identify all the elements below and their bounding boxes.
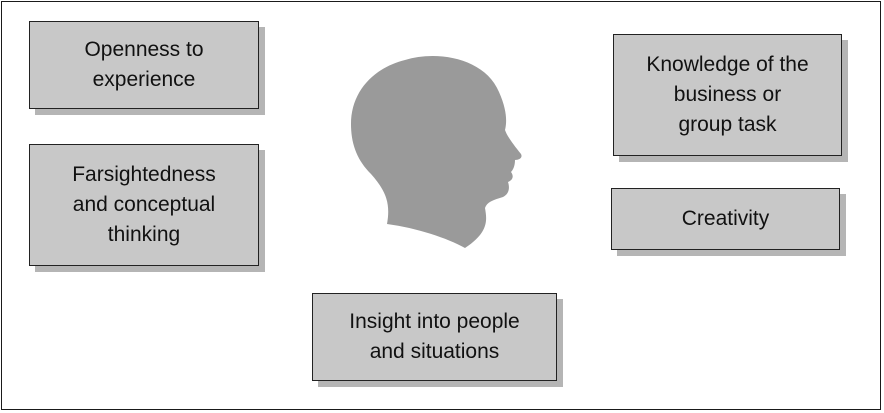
creativity-card: Creativity (611, 188, 840, 250)
knowledge-card: Knowledge of the business or group task (613, 34, 842, 156)
head-silhouette-icon (351, 55, 522, 249)
farsightedness-card: Farsightedness and conceptual thinking (29, 144, 259, 266)
insight-card: Insight into people and situations (312, 293, 557, 381)
openness-card: Openness to experience (29, 21, 259, 109)
